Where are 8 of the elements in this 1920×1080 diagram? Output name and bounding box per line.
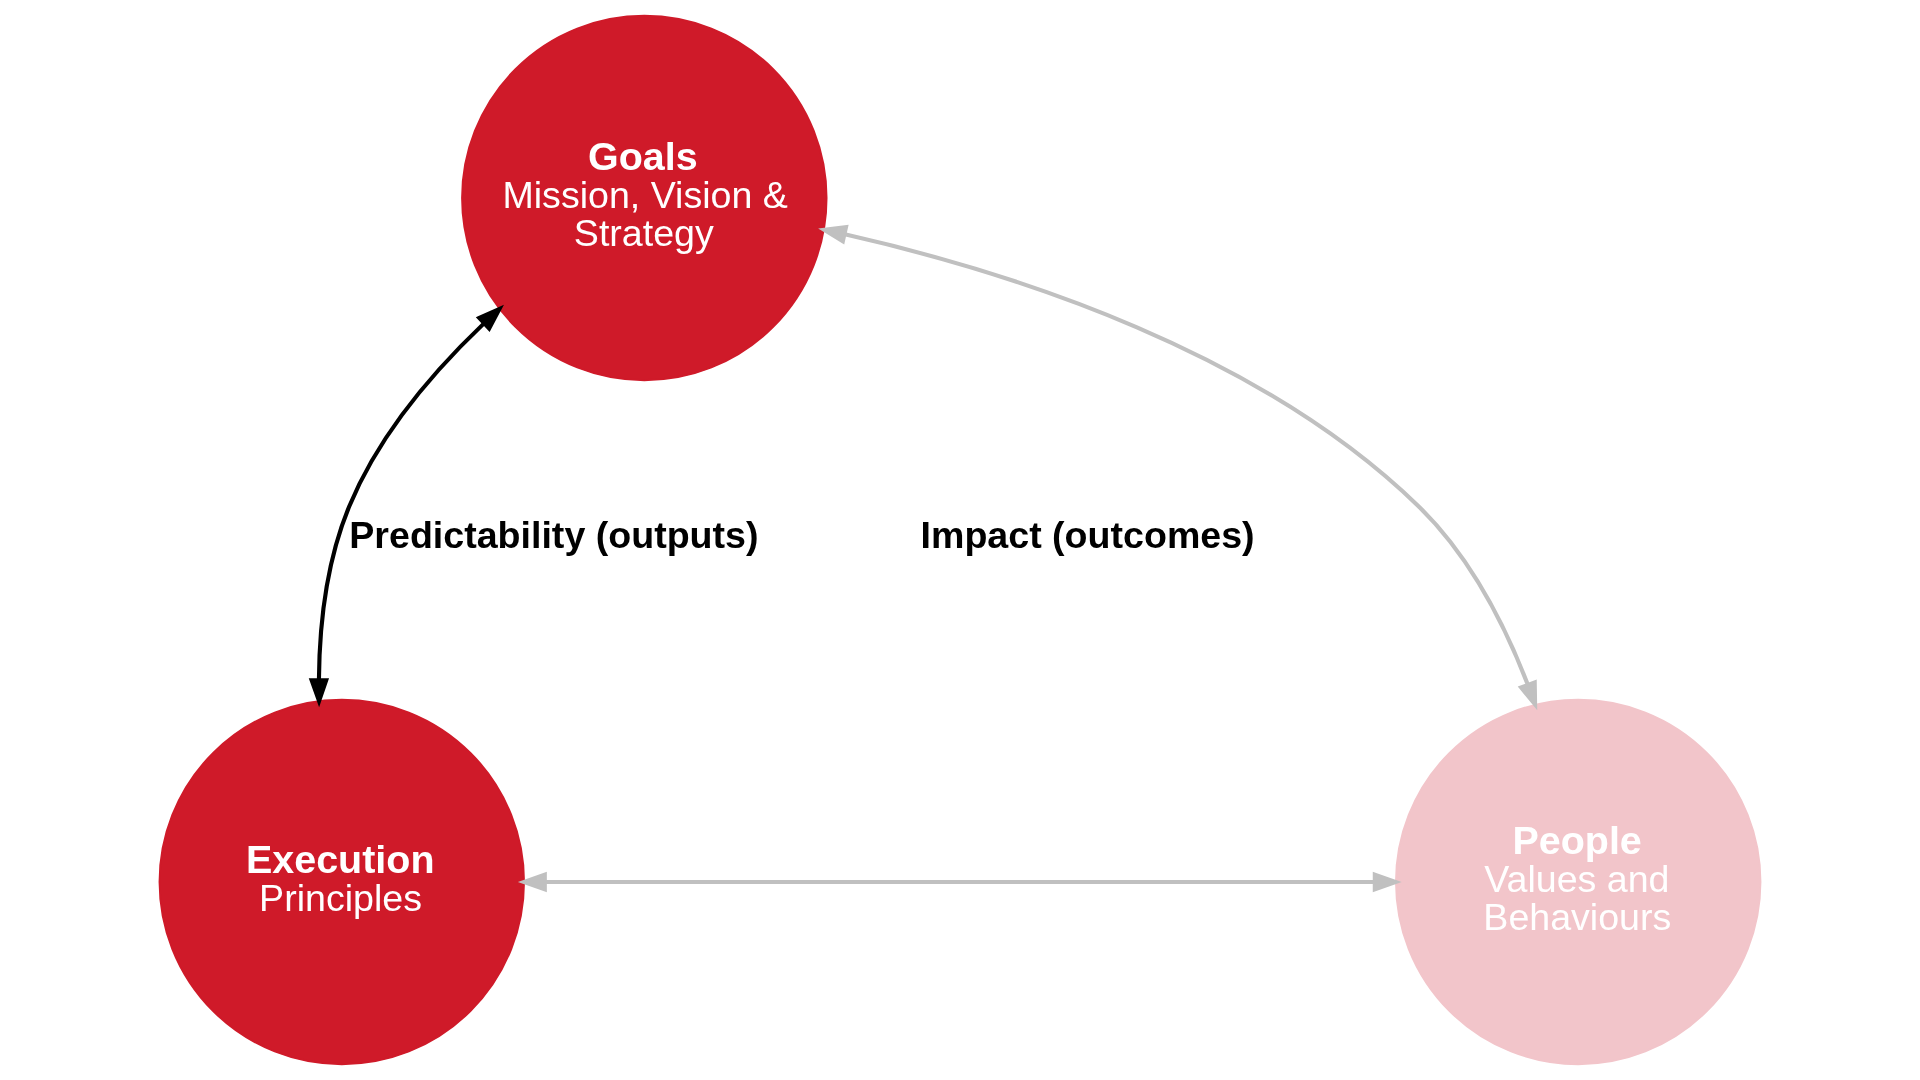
- label: Impact (outcomes): [920, 513, 1255, 556]
- node-circle: People Values and Behaviours: [1395, 698, 1762, 1066]
- node-circle: Goals Mission, Vision & Strategy: [461, 14, 828, 382]
- arrow: [818, 224, 1538, 711]
- edge-label: Predictability (outputs): [349, 513, 759, 556]
- arrow: [517, 871, 1402, 893]
- arrow: [308, 304, 504, 708]
- node-circle: Execution Principles: [158, 698, 525, 1066]
